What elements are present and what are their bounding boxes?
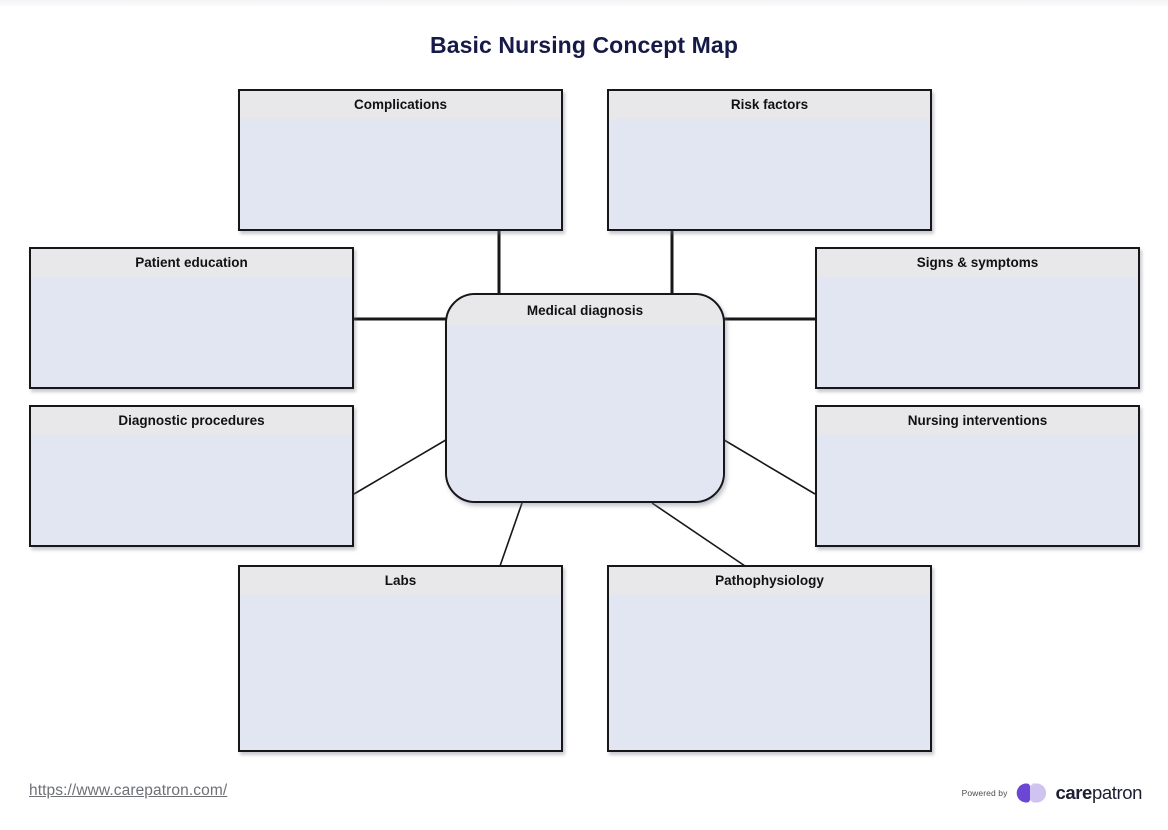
node-body-diagnostic-procedures[interactable] bbox=[31, 435, 352, 545]
node-header-complications: Complications bbox=[240, 91, 561, 119]
node-header-labs: Labs bbox=[240, 567, 561, 595]
node-title-signs-symptoms: Signs & symptoms bbox=[916, 255, 1039, 271]
connector-nursing-interventions-to-medical-diagnosis bbox=[713, 433, 816, 495]
brand-word-patron: patron bbox=[1091, 781, 1142, 803]
brand-word-care: care bbox=[1055, 781, 1092, 803]
node-header-diagnostic-procedures: Diagnostic procedures bbox=[31, 407, 352, 435]
concept-node-patient-education[interactable]: Patient education bbox=[29, 247, 354, 389]
node-header-patient-education: Patient education bbox=[31, 249, 352, 277]
carepatron-wordmark: carepatron bbox=[1055, 781, 1142, 803]
node-body-patient-education[interactable] bbox=[31, 277, 352, 387]
node-title-medical-diagnosis: Medical diagnosis bbox=[526, 303, 644, 319]
node-title-patient-education: Patient education bbox=[135, 255, 248, 271]
node-title-complications: Complications bbox=[353, 97, 447, 113]
node-header-signs-symptoms: Signs & symptoms bbox=[817, 249, 1138, 277]
concept-node-complications[interactable]: Complications bbox=[238, 89, 563, 231]
node-body-nursing-interventions[interactable] bbox=[817, 435, 1138, 545]
node-header-nursing-interventions: Nursing interventions bbox=[817, 407, 1138, 435]
powered-by-label: Powered by bbox=[961, 788, 1008, 798]
carepatron-branding: Powered by carepatron bbox=[962, 780, 1142, 806]
node-header-medical-diagnosis: Medical diagnosis bbox=[447, 295, 723, 325]
page-title: Basic Nursing Concept Map bbox=[430, 32, 738, 58]
node-title-diagnostic-procedures: Diagnostic procedures bbox=[118, 413, 265, 429]
node-body-pathophysiology[interactable] bbox=[609, 595, 930, 750]
node-body-medical-diagnosis[interactable] bbox=[447, 325, 723, 501]
node-title-labs: Labs bbox=[384, 573, 417, 589]
concept-node-medical-diagnosis[interactable]: Medical diagnosis bbox=[445, 293, 725, 503]
connector-labs-to-medical-diagnosis bbox=[499, 502, 523, 567]
connector-pathophysiology-to-medical-diagnosis bbox=[651, 502, 746, 567]
concept-node-signs-symptoms[interactable]: Signs & symptoms bbox=[815, 247, 1140, 389]
concept-node-risk-factors[interactable]: Risk factors bbox=[607, 89, 932, 231]
carepatron-url-link[interactable]: https://www.carepatron.com/ bbox=[29, 782, 228, 799]
concept-node-nursing-interventions[interactable]: Nursing interventions bbox=[815, 405, 1140, 547]
node-body-risk-factors[interactable] bbox=[609, 119, 930, 229]
connector-diagnostic-procedures-to-medical-diagnosis bbox=[353, 433, 457, 495]
node-title-pathophysiology: Pathophysiology bbox=[715, 573, 824, 589]
concept-node-pathophysiology[interactable]: Pathophysiology bbox=[607, 565, 932, 752]
node-body-complications[interactable] bbox=[240, 119, 561, 229]
node-title-risk-factors: Risk factors bbox=[730, 97, 809, 113]
node-header-pathophysiology: Pathophysiology bbox=[609, 567, 930, 595]
node-body-signs-symptoms[interactable] bbox=[817, 277, 1138, 387]
node-title-nursing-interventions: Nursing interventions bbox=[907, 413, 1048, 429]
concept-node-labs[interactable]: Labs bbox=[238, 565, 563, 752]
node-body-labs[interactable] bbox=[240, 595, 561, 750]
carepatron-logo-icon bbox=[1017, 783, 1047, 803]
page-top-strip bbox=[0, 0, 1168, 6]
concept-node-diagnostic-procedures[interactable]: Diagnostic procedures bbox=[29, 405, 354, 547]
node-header-risk-factors: Risk factors bbox=[609, 91, 930, 119]
